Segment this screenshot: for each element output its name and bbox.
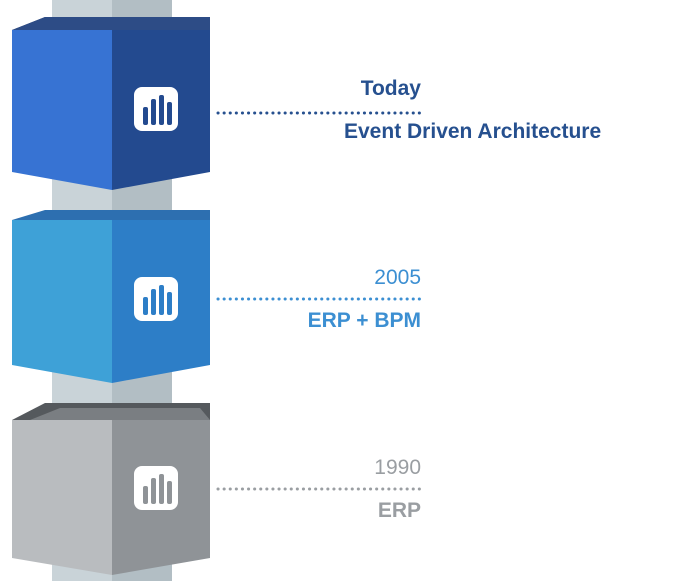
cube-front-face (12, 220, 112, 383)
tier-year-today: Today (360, 77, 421, 100)
bar-chart-logo-icon (134, 466, 178, 510)
tier-label-2005: ERP + BPM (307, 309, 421, 332)
tier-label-1990: ERP (377, 499, 421, 522)
tier-today (12, 17, 210, 190)
tier-year-2005: 2005 (374, 266, 421, 289)
tier-1990 (12, 403, 210, 575)
cube-top-inner (30, 408, 210, 420)
tier-year-1990: 1990 (374, 456, 421, 479)
tier-2005 (12, 210, 210, 383)
bar-chart-logo-icon (134, 87, 178, 131)
cube-front-face (12, 30, 112, 190)
cube-top-inner (12, 17, 210, 30)
cube-top-inner (12, 210, 210, 220)
cube-front-face (12, 420, 112, 575)
bar-chart-logo-icon (134, 277, 178, 321)
tier-label-today: Event Driven Architecture (344, 120, 602, 143)
